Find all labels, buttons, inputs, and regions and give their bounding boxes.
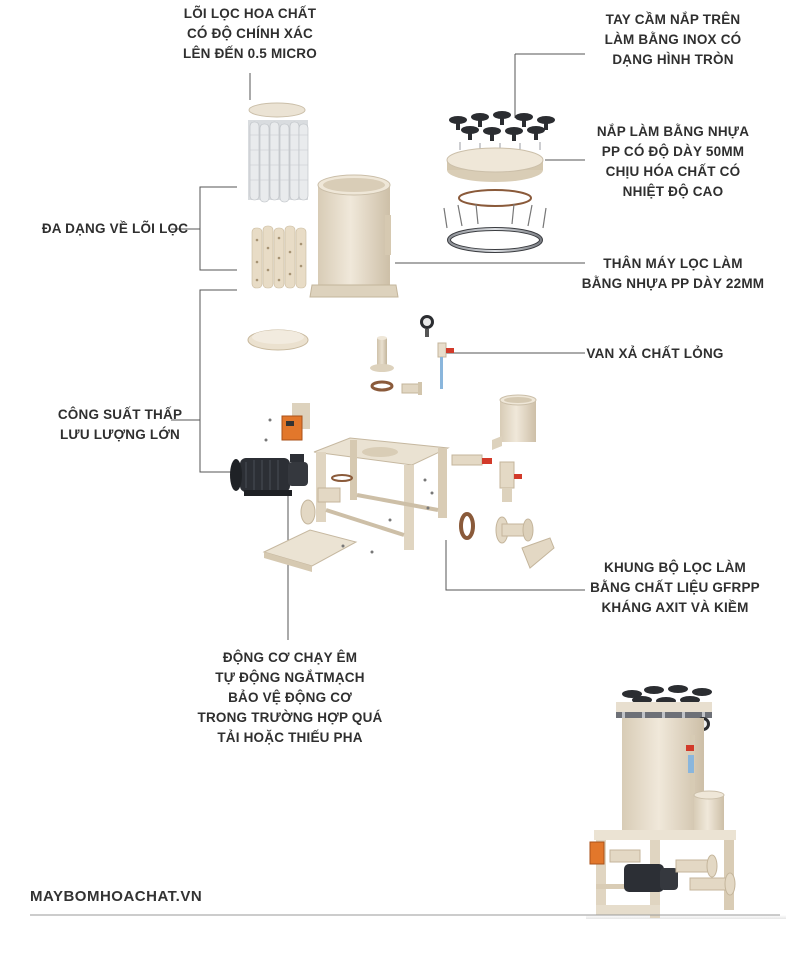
- filter-body-cylinder: [309, 174, 399, 298]
- label-line: LÕI LỌC HOA CHẤT: [183, 6, 317, 21]
- label-line: TẢI HOẶC THIẾU PHA: [217, 730, 363, 745]
- label-line: CHỊU HÓA CHẤT CÓ: [605, 164, 741, 179]
- gasket: [370, 380, 394, 392]
- label-line: KHÁNG AXIT VÀ KIỀM: [601, 600, 749, 615]
- label-line: NẮP LÀM BẰNG NHỰA: [596, 124, 750, 139]
- label-line: CÓ ĐỘ CHÍNH XÁC: [186, 26, 313, 41]
- label-capacity: CÔNG SUẤT THẤP LƯU LƯỢNG LỚN: [50, 405, 190, 445]
- website-link[interactable]: MAYBOMHOACHAT.VN: [30, 888, 203, 905]
- flange-gasket: [459, 512, 475, 540]
- label-line: VAN XẢ CHẤT LỎNG: [586, 346, 724, 361]
- screws: [264, 418, 434, 554]
- label-valve: VAN XẢ CHẤT LỎNG: [580, 344, 730, 364]
- side-tank: [492, 394, 537, 450]
- label-handle: TAY CẦM NẮP TRÊN LÀM BẰNG INOX CÓ DẠNG H…: [578, 10, 768, 70]
- inlet-pipe: [370, 336, 394, 372]
- label-line: CÔNG SUẤT THẤP: [57, 407, 183, 422]
- clamp-ring: [443, 189, 547, 253]
- label-line: TRONG TRƯỜNG HỢP QUÁ: [197, 710, 383, 725]
- pump-motor: [230, 454, 308, 496]
- lid-handles: [449, 111, 555, 141]
- outlet-valve: [451, 454, 522, 502]
- label-line: BẢO VỆ ĐỘNG CƠ: [228, 690, 352, 705]
- frame-base-plate: [262, 529, 358, 572]
- elbow-fitting: [401, 382, 422, 395]
- label-lid: NẮP LÀM BẰNG NHỰA PP CÓ ĐỘ DÀY 50MM CHỊU…: [575, 122, 771, 202]
- label-line: BẰNG CHẤT LIỆU GFRPP: [590, 580, 760, 595]
- filter-base-plate: [247, 329, 309, 351]
- leader-lines: [171, 53, 585, 640]
- label-body: THÂN MÁY LỌC LÀM BẰNG NHỰA PP DÀY 22MM: [570, 254, 776, 294]
- filter-lid: [446, 147, 544, 182]
- drain-valve: [437, 342, 454, 389]
- label-motor: ĐỘNG CƠ CHẠY ÊM TỰ ĐỘNG NGẮTMẠCH BẢO VỆ …: [185, 648, 395, 748]
- label-line: KHUNG BỘ LỌC LÀM: [604, 560, 746, 575]
- label-line: NHIỆT ĐỘ CAO: [622, 184, 724, 199]
- label-line: BẰNG NHỰA PP DÀY 22MM: [581, 276, 765, 291]
- inlet-elbow: [300, 487, 341, 525]
- label-line: LÀM BẰNG INOX CÓ: [604, 32, 742, 47]
- label-line: DẠNG HÌNH TRÒN: [612, 52, 734, 67]
- pressure-gauge: [420, 315, 434, 337]
- label-variety: ĐA DẠNG VỀ LÕI LỌC: [40, 219, 190, 239]
- flange-pipe: [495, 516, 555, 569]
- label-line: LƯU LƯỢNG LỚN: [59, 427, 181, 442]
- filter-core-disc-top: [248, 102, 306, 118]
- assembled-filter-unit: [586, 685, 786, 919]
- label-filter-core: LÕI LỌC HOA CHẤT CÓ ĐỘ CHÍNH XÁC LÊN ĐẾN…: [160, 4, 340, 64]
- label-line: ĐỘNG CƠ CHẠY ÊM: [222, 650, 358, 665]
- label-line: LÊN ĐẾN 0.5 MICRO: [183, 46, 317, 61]
- label-line: TAY CẦM NẮP TRÊN: [605, 12, 741, 27]
- pressure-switch: [281, 403, 310, 441]
- filter-core-perforated: [251, 225, 307, 289]
- label-line: TỰ ĐỘNG NGẮTMẠCH: [215, 670, 365, 685]
- label-line: PP CÓ ĐỘ DÀY 50MM: [601, 144, 745, 159]
- filter-core-pleated: [248, 120, 309, 203]
- label-frame: KHUNG BỘ LỌC LÀM BẰNG CHẤT LIỆU GFRPP KH…: [578, 558, 772, 618]
- filter-frame: [313, 437, 450, 550]
- label-line: ĐA DẠNG VỀ LÕI LỌC: [41, 221, 189, 236]
- label-line: THÂN MÁY LỌC LÀM: [603, 256, 743, 271]
